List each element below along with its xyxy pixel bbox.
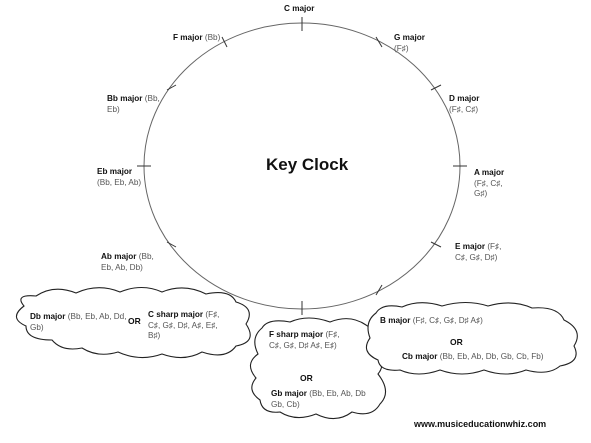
or-label-right: OR (450, 337, 463, 347)
key-notes: (F♯, C♯, G♯, D♯ A♯) (412, 316, 483, 325)
key-notes: (Bb, Eb, Ab, Db) (101, 252, 154, 272)
key-notes: (F♯, C♯, G♯) (474, 178, 503, 199)
tick-10 (166, 84, 177, 91)
or-label-left: OR (128, 316, 141, 326)
key-g-major: G major (F♯) (394, 33, 446, 54)
key-e-major: E major (F♯, C♯, G♯, D♯) (455, 242, 507, 263)
key-gb-major: Gb major (Bb, Eb, Ab, Db Gb, Cb) (271, 389, 367, 410)
key-f-major: F major (Bb) (173, 33, 220, 44)
key-b-major: B major (F♯, C♯, G♯, D♯ A♯) (380, 316, 484, 327)
key-name: Ab major (101, 252, 137, 261)
key-c-sharp-major: C sharp major (F♯, C♯, G♯, D♯, A♯, E♯, B… (148, 310, 230, 342)
key-notes: (F♯, C♯, G♯, D♯) (455, 242, 502, 262)
page-title: Key Clock (266, 155, 349, 174)
key-eb-major: Eb major (Bb, Eb, Ab) (97, 167, 153, 188)
key-notes: (F♯, C♯) (449, 104, 479, 114)
key-d-major: D major (F♯, C♯) (449, 94, 499, 115)
key-db-major: Db major (Bb, Eb, Ab, Dd, Gb) (30, 312, 128, 333)
clock-ticks (137, 17, 467, 315)
tick-8 (166, 241, 177, 248)
key-name: C sharp major (148, 310, 204, 319)
key-notes: (F♯) (394, 43, 409, 53)
key-notes: (Bb, Eb, Ab, Db Gb, Cb) (271, 389, 366, 409)
tick-2 (430, 84, 442, 91)
key-name: Cb major (402, 352, 438, 361)
key-notes: (Bb, Eb, Ab) (97, 177, 142, 187)
key-notes: (Bb, Eb) (107, 94, 160, 114)
tick-11 (221, 36, 228, 48)
key-name: B major (380, 316, 411, 325)
or-label-bottom: OR (300, 373, 313, 383)
website-url: www.musiceducationwhiz.com (414, 419, 547, 429)
key-name: Gb major (271, 389, 307, 398)
key-name: F major (173, 33, 203, 42)
key-name: Eb major (97, 167, 133, 176)
tick-4 (430, 241, 442, 248)
key-notes: (Bb, Eb, Ab, Db, Gb, Cb, Fb) (439, 352, 544, 361)
key-notes: (Bb) (204, 33, 221, 42)
key-name: C major (284, 4, 315, 13)
key-ab-major: Ab major (Bb, Eb, Ab, Db) (101, 252, 163, 273)
key-name: E major (455, 242, 486, 251)
key-notes: (F♯, C♯, G♯, D♯ A♯, E♯) (269, 330, 340, 350)
cloud-right (365, 301, 578, 375)
key-notes: (Bb, Eb, Ab, Dd, Gb) (30, 312, 127, 332)
key-notes: (F♯, C♯, G♯, D♯, A♯, E♯, B♯) (148, 310, 220, 340)
key-cb-major: Cb major (Bb, Eb, Ab, Db, Gb, Cb, Fb) (402, 352, 544, 363)
key-name: A major (474, 168, 505, 177)
key-name: Bb major (107, 94, 143, 103)
cloud-left (15, 286, 251, 359)
key-c-major: C major (284, 4, 314, 15)
tick-1 (375, 36, 383, 48)
key-f-sharp-major: F sharp major (F♯, C♯, G♯, D♯ A♯, E♯) (269, 330, 343, 351)
key-name: Db major (30, 312, 66, 321)
key-name: D major (449, 94, 480, 103)
key-name: G major (394, 33, 425, 42)
key-name: F sharp major (269, 330, 324, 339)
tick-5 (375, 284, 383, 296)
key-bb-major: Bb major (Bb, Eb) (107, 94, 165, 115)
key-a-major: A major (F♯, C♯, G♯) (474, 168, 516, 200)
cloud-bottom (249, 317, 387, 420)
